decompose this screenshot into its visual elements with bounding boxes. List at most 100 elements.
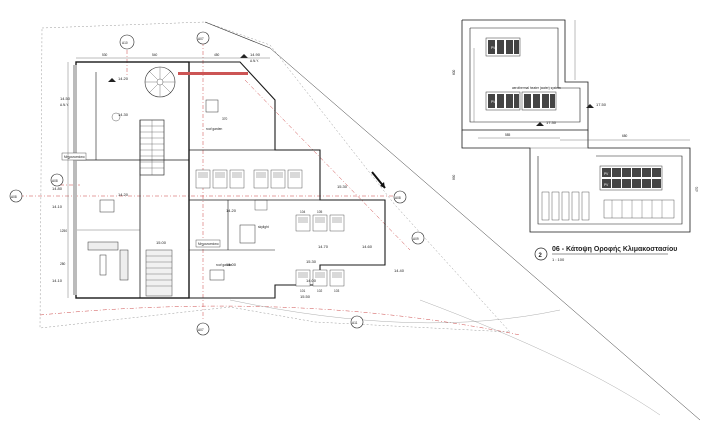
main-stair	[139, 119, 165, 176]
grid-label-a08-outer: A08	[11, 195, 17, 199]
dim-center-1: 370	[222, 117, 228, 121]
grid-label-a08-inner: A08	[52, 179, 58, 183]
level-1730-roof: 17.30	[546, 120, 557, 125]
dim-top-1: 530	[102, 53, 108, 57]
dimensions: 530 540 450 1250 280 370	[60, 53, 270, 298]
level-1420-mid: 14.20	[118, 192, 129, 197]
unit-labels: 101 102 103 104 105	[300, 210, 340, 293]
drawing-title: 06 - Κάτοψη Οροφής Κλιμακοστασίου	[552, 245, 677, 253]
grid-label-a11: A11	[352, 321, 358, 325]
site-boundary	[39, 21, 701, 421]
sheet-number: 2	[539, 253, 543, 259]
datum-tag-left: Α.Ν.Υ.	[60, 103, 69, 107]
solar-heaters-row-1	[195, 169, 303, 189]
sofa-1	[87, 241, 119, 251]
grid-marker-a08-outer	[9, 189, 23, 203]
wc-block	[254, 199, 268, 211]
lower-stair	[145, 249, 173, 297]
table-2	[99, 199, 115, 213]
datum-tag-top: Α.Ν.Υ.	[250, 59, 259, 63]
level-1480-left: 14.80	[52, 186, 63, 191]
aerothermal-label: aerothermal heater (water) system	[512, 86, 561, 90]
grid-marker-a09	[411, 231, 425, 245]
pv-label-4: PV	[604, 183, 609, 187]
north-arrow-icon	[371, 171, 386, 189]
collector-rows	[541, 191, 675, 221]
sheet-number-circle	[534, 247, 548, 261]
kitchen-block	[239, 224, 256, 244]
roof-garden-label-2: roof garden	[216, 263, 233, 267]
west-facade-hatch	[73, 65, 77, 295]
unit-label-4: 104	[300, 210, 306, 214]
sofa-2	[119, 249, 129, 281]
grid-marker-a08-right	[393, 190, 407, 204]
grid-markers: A10 A07 A07 A08 A08 A08 A09 A11	[9, 31, 425, 336]
parapet-red	[178, 72, 248, 75]
grid-marker-a07-top	[196, 31, 210, 45]
level-1530-right: 15.30	[337, 184, 348, 189]
dim-top-2: 540	[152, 53, 158, 57]
level-markers: 14.20 14.90 Α.Ν.Υ. 14.50 Α.Ν.Υ. 14.30 14…	[52, 52, 607, 299]
drawing-scale: 1 : 100	[552, 257, 565, 262]
coffee-table	[99, 254, 107, 276]
dim-left-2: 280	[60, 262, 66, 266]
spiral-stair	[144, 66, 176, 98]
unit-label-5: 105	[317, 210, 323, 214]
pv-label-3: PV	[604, 172, 609, 176]
level-1410-bottom: 14.10	[52, 278, 63, 283]
grid-marker-a11	[350, 315, 364, 329]
level-1750-roof: 17.50	[596, 102, 607, 107]
room-tag-box-2	[195, 239, 221, 248]
grid-label-a10: A10	[122, 41, 128, 45]
building-outline	[73, 61, 386, 299]
level-1470-right: 14.70	[318, 244, 329, 249]
roof-dim-1: 585	[505, 133, 511, 137]
level-1490-top: 14.90	[250, 52, 261, 57]
roof-dim-2: 680	[622, 134, 628, 138]
level-1430-left: 14.30	[118, 112, 129, 117]
roof-dim-left: 600	[452, 69, 456, 75]
pv-label-1: PV	[491, 46, 496, 50]
annotations: roof garden roof garden skylight aerothe…	[206, 86, 561, 267]
level-1420-top: 14.20	[118, 76, 129, 81]
table-1	[205, 99, 219, 113]
furniture	[87, 99, 268, 281]
setback-line-diagonal	[244, 79, 411, 251]
dim-left-1: 1250	[60, 229, 67, 233]
unit-label-3: 103	[334, 289, 340, 293]
road-curve	[419, 299, 661, 416]
level-1420-center: 14.20	[226, 208, 237, 213]
roof-dim-left-2: 890	[452, 174, 456, 180]
roof-outline-upper-inner	[469, 27, 581, 123]
room-tag-box-1	[61, 152, 87, 161]
grid-label-a07-top: A07	[198, 37, 204, 41]
room-tag-1: Μηχανοστάσιο	[64, 155, 85, 159]
grid-label-a07-bottom: A07	[198, 328, 204, 332]
setback-line-bottom	[39, 305, 521, 336]
level-1400-lower: 14.00	[226, 262, 237, 267]
drawing-title-block: 2 06 - Κάτοψη Οροφής Κλιμακοστασίου 1 : …	[534, 245, 677, 262]
grid-marker-a07-bottom	[196, 322, 210, 336]
sink	[111, 112, 121, 122]
table-3	[209, 269, 225, 281]
level-triangle	[108, 78, 116, 82]
skylight-label: skylight	[258, 225, 269, 229]
roof-outline-lower-inner	[537, 155, 683, 225]
unit-label-1: 101	[300, 289, 306, 293]
grid-label-a09: A09	[413, 237, 419, 241]
dim-top-3: 450	[214, 53, 220, 57]
level-1460-right: 14.60	[362, 244, 373, 249]
roof-dim-right: 470	[695, 186, 699, 192]
pv-label-2: PV	[491, 100, 496, 104]
road-curve-2	[229, 299, 561, 324]
east-wing-wall	[189, 61, 386, 299]
level-1440-right: 14.40	[394, 268, 405, 273]
boundary-edge-top	[204, 21, 271, 49]
roof-outline-upper	[461, 19, 589, 131]
level-1400-right: 14.00	[306, 278, 317, 283]
roof-plan: PV PV PV PV 585 680	[452, 19, 699, 233]
boundary-edge-diagonal	[269, 47, 701, 421]
roof-garden-label-1: roof garden	[206, 127, 223, 131]
solar-heaters-row-2	[295, 214, 345, 287]
